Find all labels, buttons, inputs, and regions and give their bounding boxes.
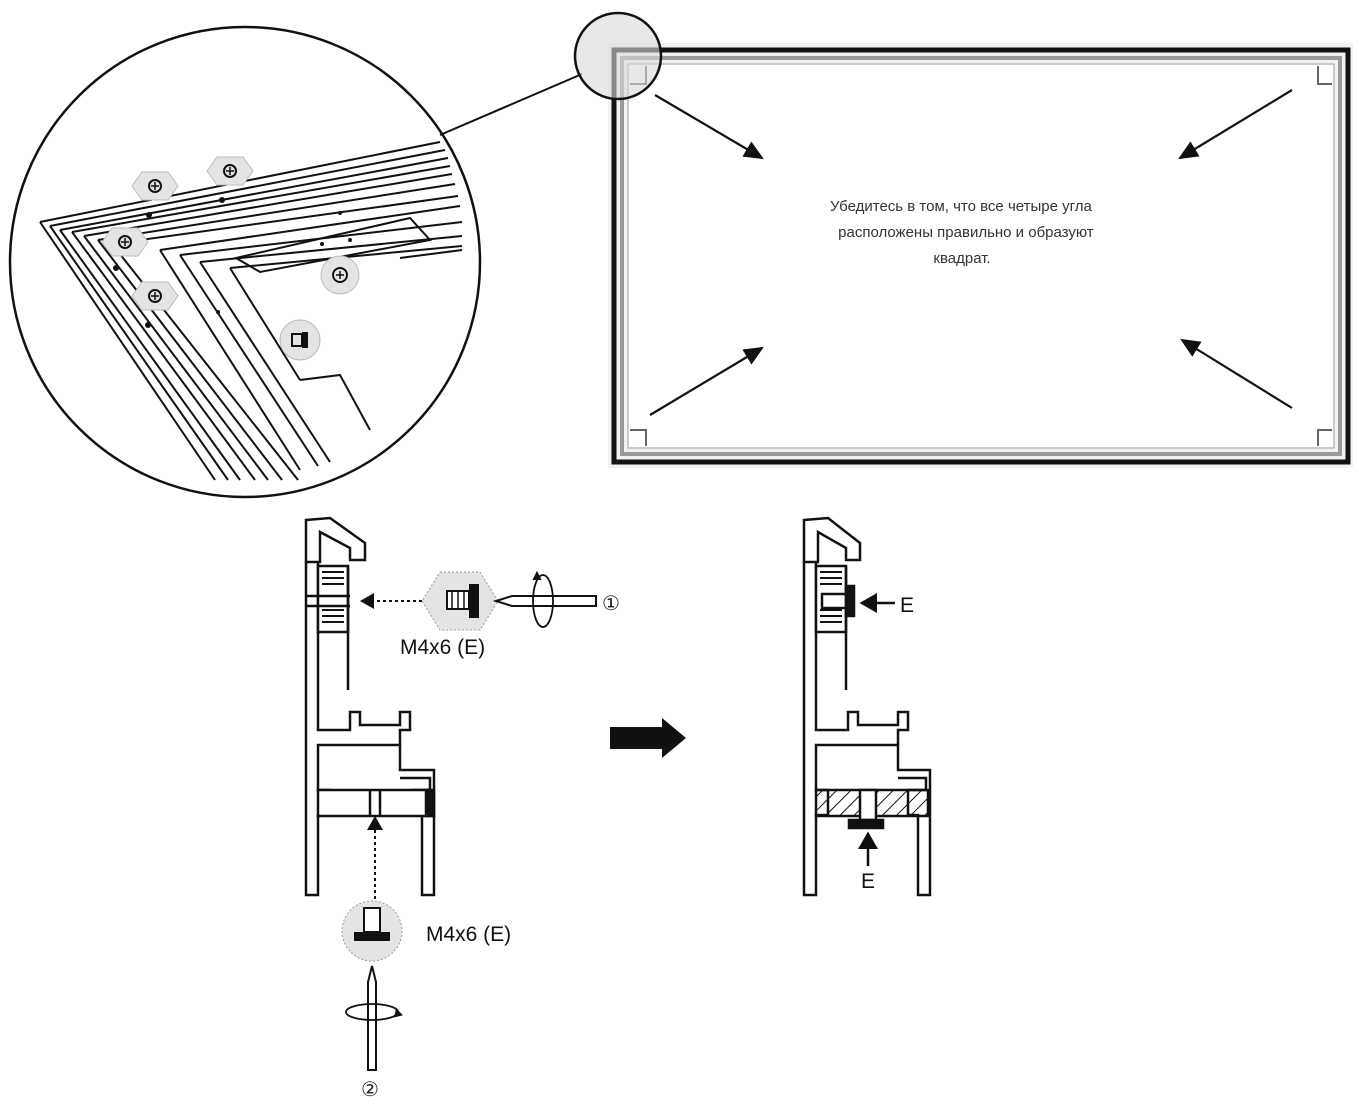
instruction-line: Убедитесь в том, что все четыре угла: [830, 198, 1093, 215]
side-screw-step: ① M4x6 (E): [360, 570, 620, 659]
screwdriver-icon: [367, 965, 377, 1071]
instruction-line: квадрат.: [933, 250, 990, 267]
step-marker: ②: [361, 1077, 379, 1101]
screw-icon: [131, 281, 179, 311]
instruction-text: Убедитесь в том, что все четыре угла рас…: [830, 198, 1098, 267]
corner-zoom-detail: [8, 25, 482, 499]
bottom-screw-label: E: [861, 870, 875, 893]
instruction-line: расположены правильно и образуют: [838, 224, 1094, 241]
result-labels: E E: [858, 593, 914, 893]
rotation-icon: [532, 570, 554, 628]
screw-icon: [341, 900, 403, 962]
step-marker: ①: [602, 591, 620, 615]
side-screw-label: E: [900, 594, 914, 617]
screw-label: M4x6 (E): [400, 636, 485, 659]
profile-before: [304, 516, 436, 897]
screw-icon: [206, 156, 254, 186]
arrow-icon: [1178, 89, 1293, 160]
rotation-icon: [345, 1003, 403, 1021]
screw-icon: [279, 319, 321, 361]
arrow-right-icon: [610, 718, 686, 758]
screw-icon: [101, 227, 149, 257]
arrow-icon: [649, 346, 764, 416]
screwdriver-icon: [492, 595, 597, 607]
screw-icon: [131, 171, 179, 201]
arrow-icon: [654, 94, 764, 160]
profile-after: [802, 516, 932, 897]
bottom-screw-step: ② M4x6 (E): [341, 816, 511, 1101]
screw-label: M4x6 (E): [426, 923, 511, 946]
screw-icon: [421, 571, 499, 631]
screen-frame: Убедитесь в том, что все четыре угла рас…: [573, 11, 1353, 468]
screw-icon: [320, 255, 360, 295]
arrow-icon: [1180, 338, 1293, 409]
corner-highlight-circle: [573, 11, 663, 101]
zoom-leader-line: [439, 73, 583, 136]
